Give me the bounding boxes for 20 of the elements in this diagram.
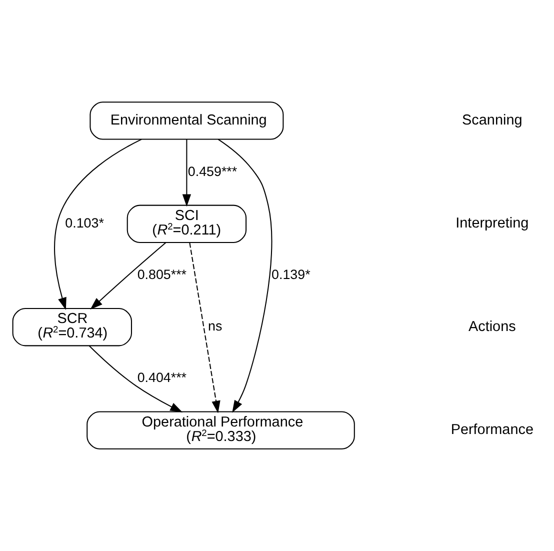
edge-label: 0.459***: [188, 164, 238, 179]
arrow: [189, 242, 220, 414]
label: Performance: [450, 422, 534, 438]
edge-label: 0.805***: [137, 267, 187, 282]
node-box: SCI (R$^{2}$=0.211): [126, 204, 247, 243]
label: Scanning: [462, 112, 522, 129]
arrow: [90, 242, 166, 310]
node-box: SCR (R$^{2}$=0.734): [12, 308, 132, 346]
edge-label: 0.139*: [272, 267, 310, 282]
arrow: [88, 346, 183, 412]
edge-label: ns: [208, 318, 222, 334]
arrow: [54, 138, 142, 310]
label: Actions: [468, 318, 516, 335]
label: Interpreting: [456, 216, 529, 232]
edge-label: 0.404***: [137, 370, 187, 386]
edge-label: 0.103*: [65, 215, 104, 230]
node-box: Operational Performance (R$^{2}$=0.333): [86, 411, 355, 450]
node-box: Environmental Scanning: [90, 102, 284, 140]
arrow: [218, 138, 272, 413]
arrow: [182, 139, 192, 207]
